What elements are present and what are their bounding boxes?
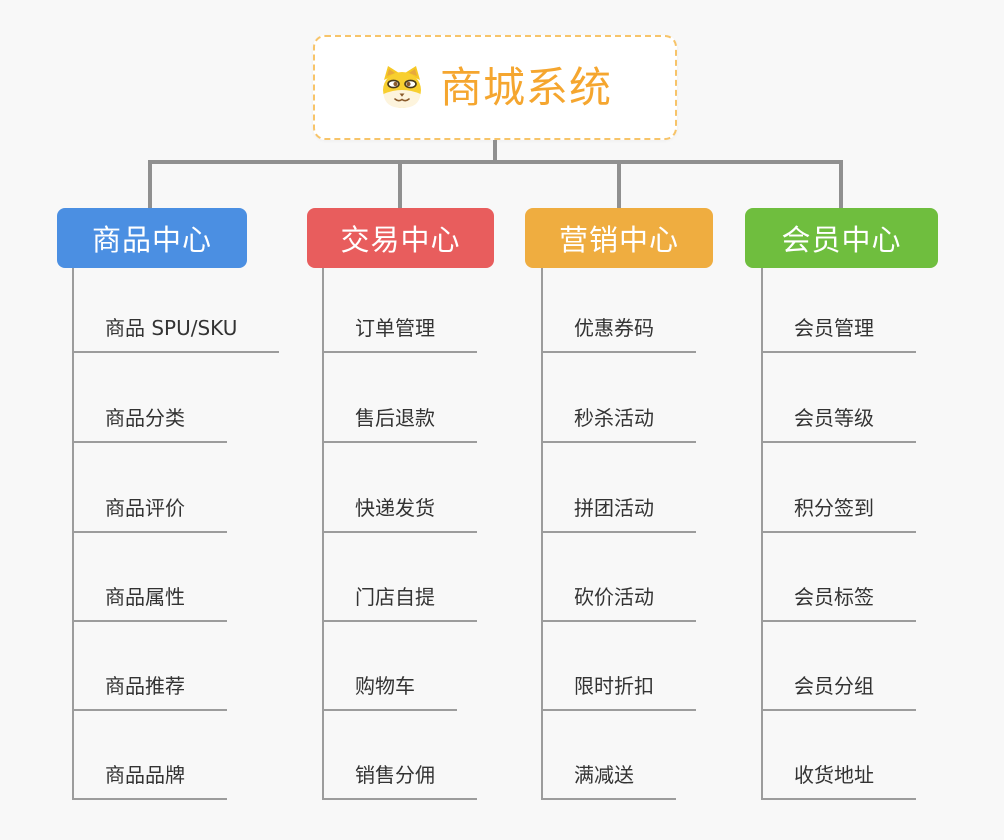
leaf-node[interactable]: 会员等级 bbox=[761, 405, 916, 443]
doge-icon bbox=[378, 64, 426, 112]
connector-trunk-product bbox=[72, 268, 74, 800]
leaf-node[interactable]: 满减送 bbox=[541, 762, 676, 800]
connector-stub-trade bbox=[398, 160, 402, 208]
branch-node-marketing-center[interactable]: 营销中心 bbox=[525, 208, 713, 268]
connector-stub-member bbox=[839, 160, 843, 208]
leaf-node[interactable]: 会员分组 bbox=[761, 673, 916, 711]
connector-trunk-trade bbox=[322, 268, 324, 800]
leaf-node[interactable]: 会员标签 bbox=[761, 584, 916, 622]
branch-node-member-center[interactable]: 会员中心 bbox=[745, 208, 938, 268]
connector-root-stub bbox=[493, 140, 497, 162]
connector-trunk-marketing bbox=[541, 268, 543, 800]
leaf-node[interactable]: 门店自提 bbox=[322, 584, 477, 622]
root-title: 商城系统 bbox=[439, 62, 612, 112]
leaf-node[interactable]: 商品分类 bbox=[72, 405, 227, 443]
leaf-node[interactable]: 售后退款 bbox=[322, 405, 477, 443]
leaf-node[interactable]: 快递发货 bbox=[322, 495, 477, 533]
leaf-node[interactable]: 砍价活动 bbox=[541, 584, 696, 622]
leaf-node[interactable]: 收货地址 bbox=[761, 762, 916, 800]
root-node[interactable]: 商城系统 bbox=[313, 35, 677, 140]
connector-bus bbox=[148, 160, 843, 164]
leaf-node[interactable]: 优惠券码 bbox=[541, 315, 696, 353]
connector-stub-product bbox=[148, 160, 152, 208]
leaf-node[interactable]: 秒杀活动 bbox=[541, 405, 696, 443]
connector-stub-marketing bbox=[617, 160, 621, 208]
leaf-node[interactable]: 限时折扣 bbox=[541, 673, 696, 711]
leaf-node[interactable]: 商品评价 bbox=[72, 495, 227, 533]
leaf-node[interactable]: 商品品牌 bbox=[72, 762, 227, 800]
leaf-node[interactable]: 订单管理 bbox=[322, 315, 477, 353]
leaf-node[interactable]: 积分签到 bbox=[761, 495, 916, 533]
leaf-node[interactable]: 会员管理 bbox=[761, 315, 916, 353]
connector-trunk-member bbox=[761, 268, 763, 800]
leaf-node[interactable]: 拼团活动 bbox=[541, 495, 696, 533]
leaf-node[interactable]: 商品 SPU/SKU bbox=[72, 315, 280, 353]
leaf-node[interactable]: 销售分佣 bbox=[322, 762, 477, 800]
branch-node-product-center[interactable]: 商品中心 bbox=[57, 208, 247, 268]
branch-node-trade-center[interactable]: 交易中心 bbox=[307, 208, 494, 268]
leaf-node[interactable]: 购物车 bbox=[322, 673, 457, 711]
leaf-node[interactable]: 商品推荐 bbox=[72, 673, 227, 711]
leaf-node[interactable]: 商品属性 bbox=[72, 584, 227, 622]
